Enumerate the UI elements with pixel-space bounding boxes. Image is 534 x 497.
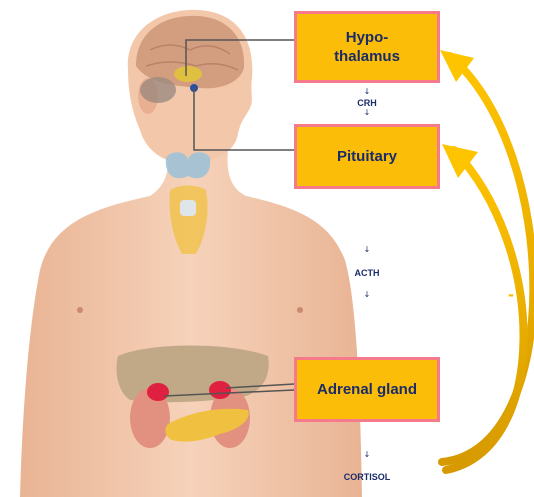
- negative-feedback-sign: -: [508, 284, 514, 305]
- feedback-arrow-to-hypothalamus: [442, 56, 533, 462]
- crh-label: CRH: [327, 98, 407, 108]
- arrow-crh-bottom: ↓: [357, 108, 377, 117]
- acth-label: ACTH: [327, 268, 407, 278]
- arrow-cortisol: ↓: [357, 450, 377, 459]
- feedback-arrows: [440, 50, 533, 470]
- arrow-acth-bottom: ↓: [357, 290, 377, 299]
- pituitary-box: Pituitary: [294, 124, 440, 189]
- feedback-arrow-to-pituitary: [446, 150, 524, 470]
- cortisol-label: CORTISOL: [327, 472, 407, 482]
- arrow-acth-top: ↓: [357, 245, 377, 254]
- adrenal-gland-box: Adrenal gland: [294, 357, 440, 422]
- arrow-crh-top: ↓: [357, 87, 377, 96]
- hypothalamus-box: Hypo- thalamus: [294, 11, 440, 83]
